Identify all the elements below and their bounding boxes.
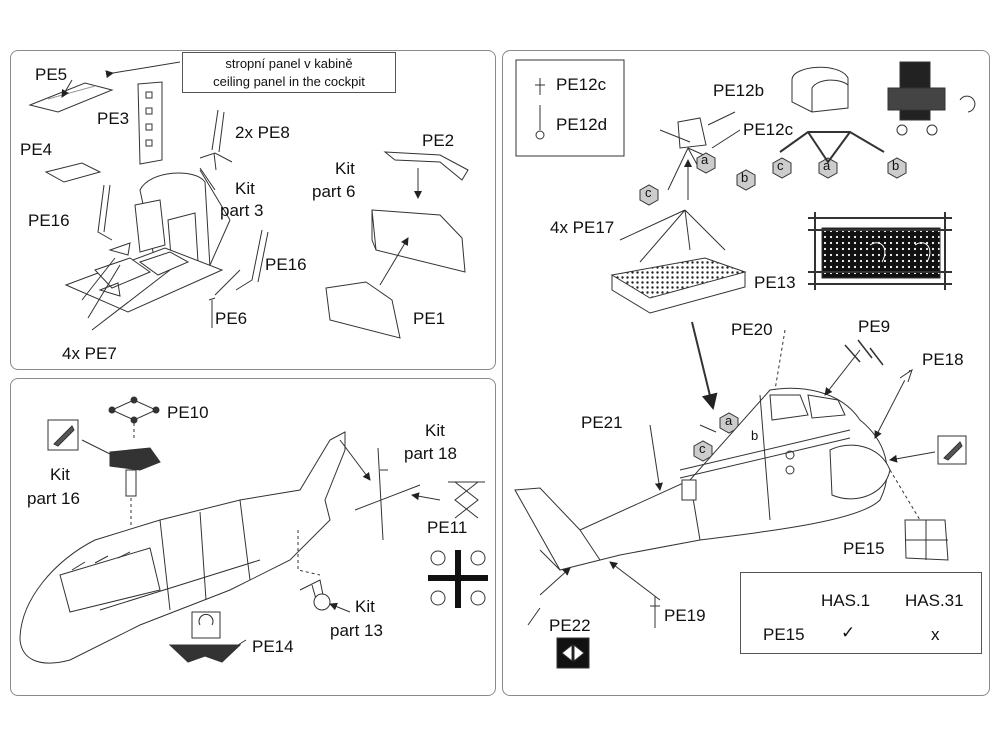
pe2-part xyxy=(383,151,469,181)
hex-letter-a2: a xyxy=(823,158,831,173)
label-pe20: PE20 xyxy=(731,320,773,339)
pe3-part xyxy=(137,81,163,165)
label-pe8: 2x PE8 xyxy=(235,123,290,142)
label-pe5: PE5 xyxy=(35,65,68,84)
label-pe4: PE4 xyxy=(20,140,53,159)
label-pe17: 4x PE17 xyxy=(550,218,615,237)
helicopter-fuselage-left xyxy=(19,431,346,664)
hex-letter-b3: b xyxy=(751,428,759,443)
label-pe16-left: PE16 xyxy=(28,211,70,230)
hex-letter-b2: b xyxy=(892,158,900,173)
hex-letter-a1: a xyxy=(701,152,709,167)
fuselage-parts xyxy=(514,59,976,669)
pe5-part xyxy=(28,82,114,113)
label-kit-part3-line1: Kit xyxy=(235,179,255,198)
pe11-part xyxy=(428,550,488,608)
label-pe6: PE6 xyxy=(215,309,248,328)
hex-letter-c3: c xyxy=(699,441,706,456)
label-kit-part6-line2: part 6 xyxy=(312,182,356,201)
variant-row-label: PE15 xyxy=(763,625,805,644)
label-pe18: PE18 xyxy=(922,350,964,369)
label-pe16-right: PE16 xyxy=(265,255,307,274)
hex-letter-a3: a xyxy=(725,413,733,428)
hex-letter-b1: b xyxy=(741,170,749,185)
note-line-en: ceiling panel in the cockpit xyxy=(213,73,365,89)
kit-part-16 xyxy=(109,447,161,471)
label-kit-part18-line1: Kit xyxy=(425,421,445,440)
label-pe2: PE2 xyxy=(422,131,455,150)
label-pe12c-inset: PE12c xyxy=(556,75,607,94)
label-kit-part13-line1: Kit xyxy=(355,597,375,616)
rotor-parts xyxy=(19,396,488,664)
pe1-part xyxy=(325,281,401,339)
label-pe15: PE15 xyxy=(843,539,885,558)
label-pe11: PE11 xyxy=(427,518,468,537)
variant-has31-value: x xyxy=(931,625,940,644)
label-kit-part18-line2: part 18 xyxy=(404,444,457,463)
variant-header-has31: HAS.31 xyxy=(905,591,964,610)
label-pe7: 4x PE7 xyxy=(62,344,117,363)
note-line-cz: stropní panel v kabině xyxy=(225,56,353,71)
label-pe12d: PE12d xyxy=(556,115,608,134)
cockpit-parts xyxy=(28,61,469,339)
variant-table: HAS.1 HAS.31 PE15 ✓ x xyxy=(740,572,982,654)
variant-header-has1: HAS.1 xyxy=(821,591,871,610)
pe12c-frame xyxy=(779,131,885,164)
hex-letter-c2: c xyxy=(777,158,784,173)
kit-part-6 xyxy=(371,209,466,273)
label-pe12c: PE12c xyxy=(743,120,794,139)
hex-letter-c1: c xyxy=(645,185,652,200)
label-kit-part16-line2: part 16 xyxy=(27,489,80,508)
label-kit-part3-line2: part 3 xyxy=(220,201,264,220)
label-pe12b: PE12b xyxy=(713,81,765,100)
label-pe22: PE22 xyxy=(549,616,591,635)
pe14-part xyxy=(168,644,242,663)
label-kit-part13-line2: part 13 xyxy=(330,621,383,640)
ceiling-panel-note: stropní panel v kabině ceiling panel in … xyxy=(182,52,396,94)
label-pe13: PE13 xyxy=(754,273,796,292)
cockpit-panel xyxy=(10,50,496,370)
label-pe1: PE1 xyxy=(413,309,446,328)
label-pe9: PE9 xyxy=(858,317,891,336)
label-pe3: PE3 xyxy=(97,109,130,128)
variant-has1-value: ✓ xyxy=(841,623,856,642)
pe8-part xyxy=(199,109,233,171)
label-pe19: PE19 xyxy=(664,606,706,625)
label-pe10: PE10 xyxy=(167,403,209,422)
label-kit-part16-line1: Kit xyxy=(50,465,70,484)
label-pe14: PE14 xyxy=(252,637,294,656)
tail-rotor xyxy=(354,447,421,541)
label-pe21: PE21 xyxy=(581,413,623,432)
label-kit-part6-line1: Kit xyxy=(335,159,355,178)
